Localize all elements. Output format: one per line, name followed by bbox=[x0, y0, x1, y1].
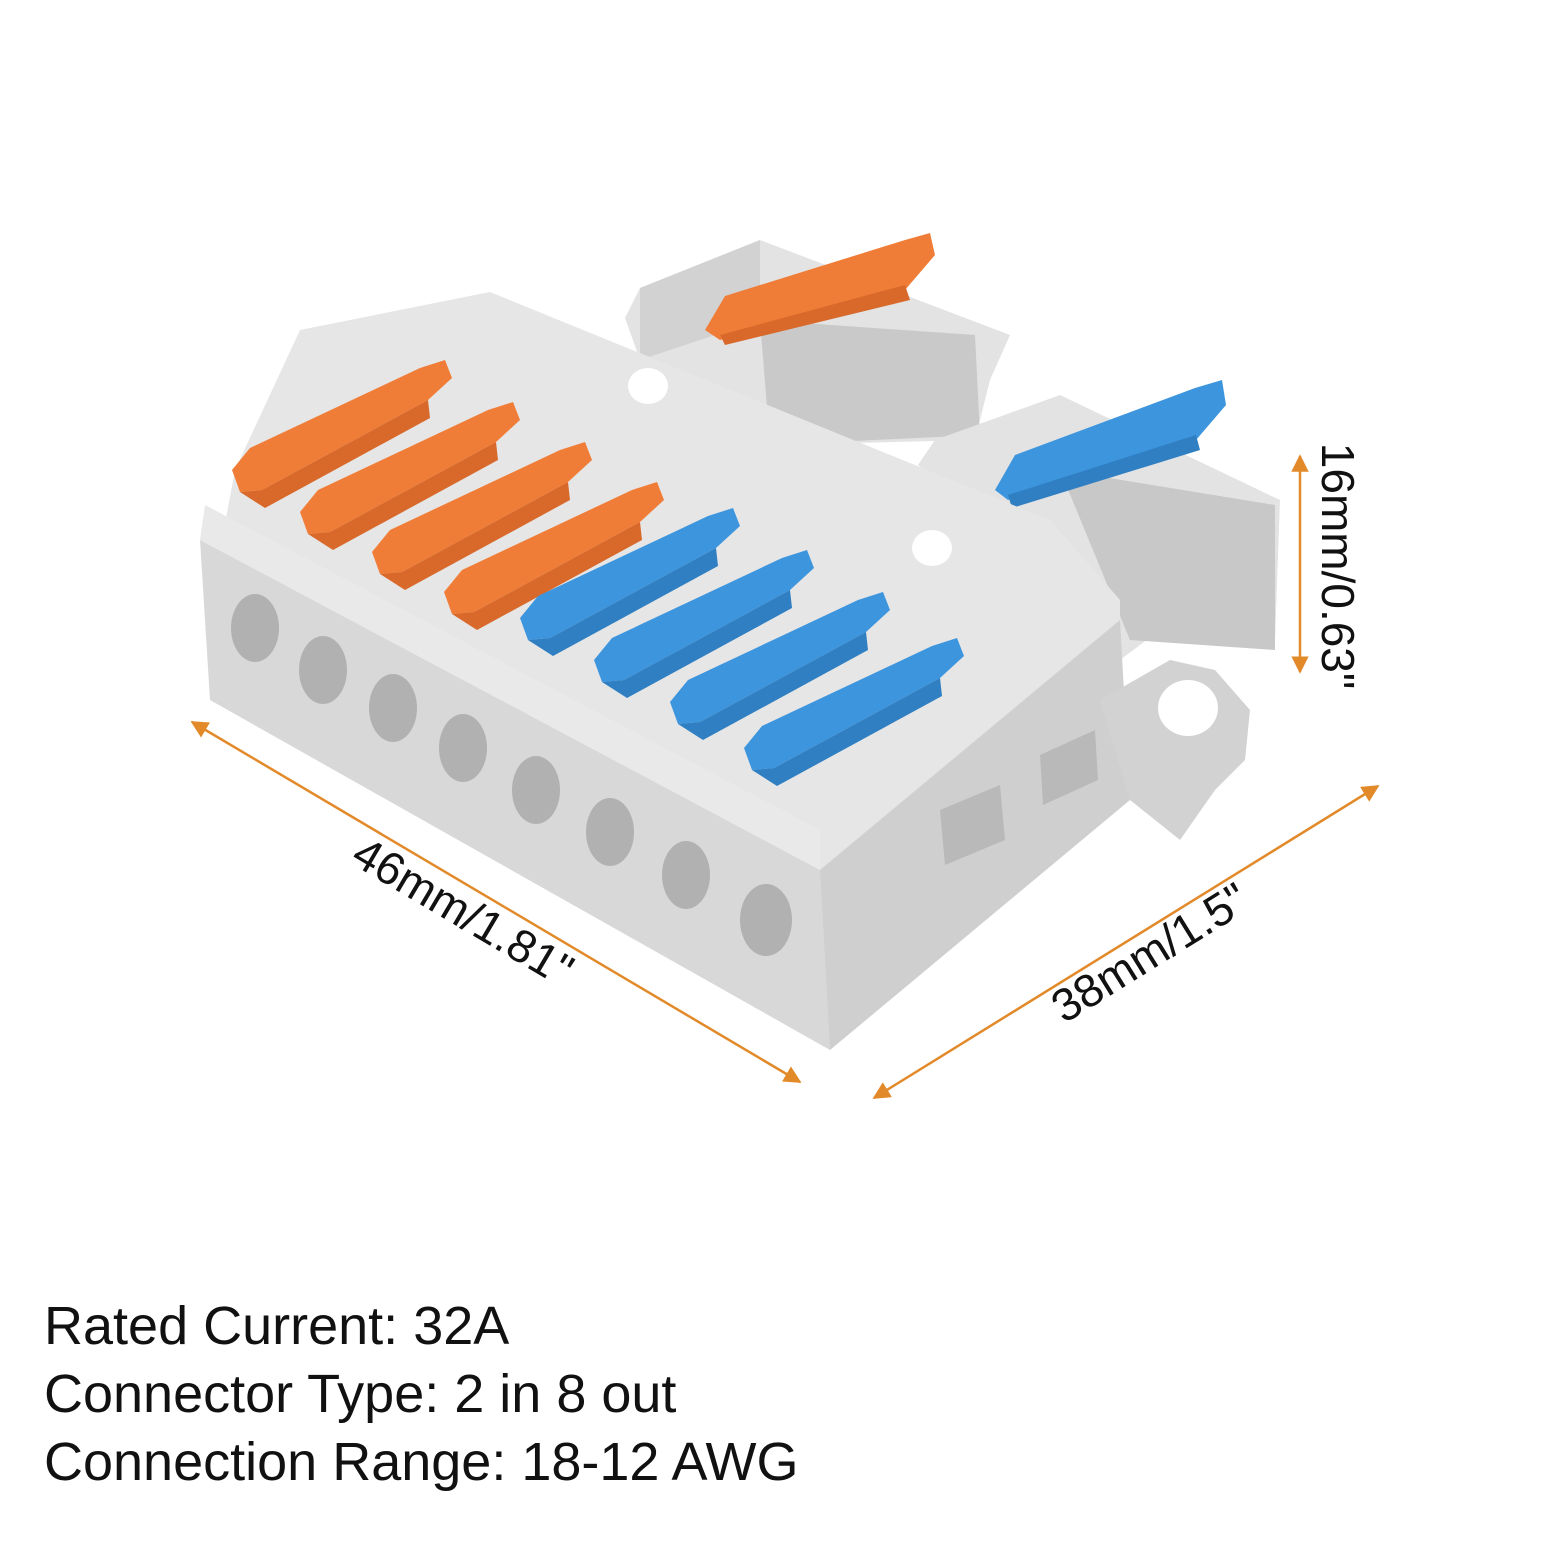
height-dimension-label: 16mm/0.63" bbox=[1312, 443, 1364, 689]
spec-label: Connection Range bbox=[44, 1432, 492, 1492]
spec-label: Rated Current bbox=[44, 1296, 384, 1356]
width-dimension-line bbox=[872, 784, 1380, 1100]
width-dimension-label: 38mm/1.5" bbox=[1042, 872, 1257, 1033]
input-module-blue bbox=[918, 380, 1280, 660]
spec-connection-range: Connection Range: 18-12 AWG bbox=[44, 1432, 799, 1492]
spec-value: 18-12 AWG bbox=[521, 1432, 799, 1492]
spec-connector-type: Connector Type: 2 in 8 out bbox=[44, 1364, 677, 1424]
length-dimension-line bbox=[190, 720, 802, 1084]
connector-product-image: 46mm/1.81" 38mm/1.5" 16mm/0.63" bbox=[190, 233, 1380, 1100]
spec-list: Rated Current: 32A Connector Type: 2 in … bbox=[44, 1292, 798, 1496]
spec-value: 2 in 8 out bbox=[454, 1364, 677, 1424]
lever-row bbox=[232, 360, 964, 786]
spec-rated-current: Rated Current: 32A bbox=[44, 1296, 510, 1356]
spec-label: Connector Type bbox=[44, 1364, 425, 1424]
spec-value: 32A bbox=[413, 1296, 510, 1356]
